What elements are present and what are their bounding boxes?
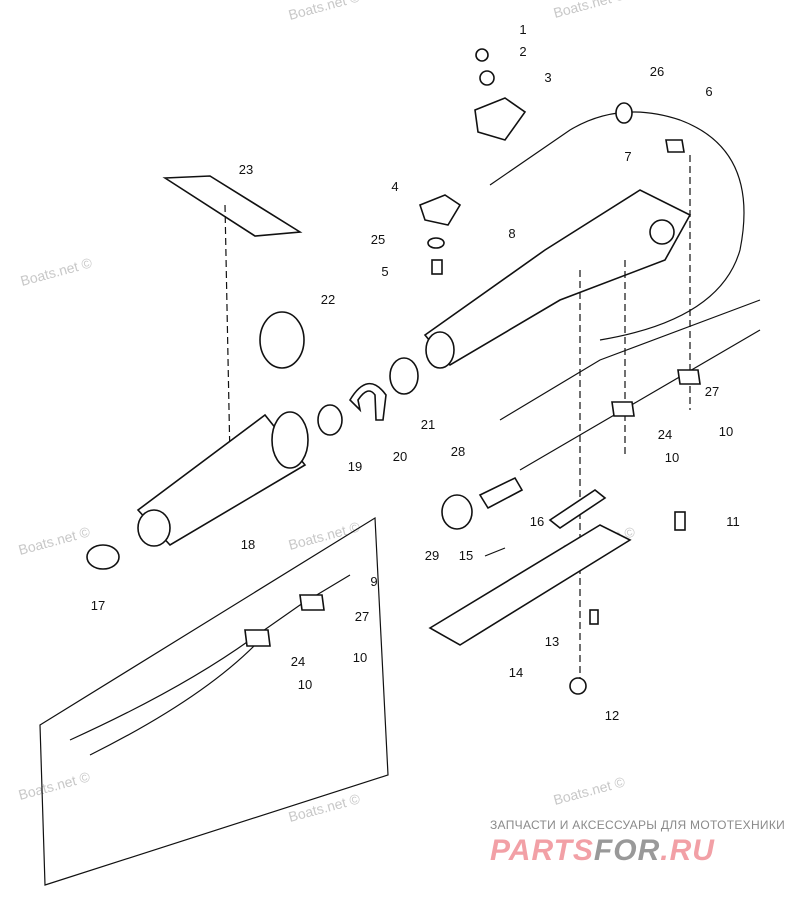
logo-part1: PARTS bbox=[490, 834, 594, 867]
callout-8: 8 bbox=[508, 226, 515, 241]
watermark: Boats.net © bbox=[17, 523, 93, 558]
callout-24: 24 bbox=[658, 427, 672, 442]
partsfor-logo[interactable]: PARTSFOR.RU bbox=[490, 834, 715, 868]
callout-12: 12 bbox=[605, 708, 619, 723]
callout-24: 24 bbox=[291, 654, 305, 669]
part-8-tiller-arm bbox=[423, 189, 692, 367]
part-22-clamp bbox=[259, 311, 305, 369]
callout-29: 29 bbox=[425, 548, 439, 563]
part-25-washer bbox=[427, 237, 445, 249]
callout-15: 15 bbox=[459, 548, 473, 563]
part-14-bracket bbox=[428, 524, 632, 646]
part-2-washer bbox=[479, 70, 495, 86]
logo-part3: .RU bbox=[660, 834, 715, 867]
part-24-plate bbox=[611, 401, 635, 417]
callout-6: 6 bbox=[705, 84, 712, 99]
part-19-ring bbox=[317, 404, 343, 436]
callout-10: 10 bbox=[719, 424, 733, 439]
part-15-spring bbox=[484, 547, 506, 557]
part-13-screw bbox=[589, 609, 599, 625]
inset-part-27 bbox=[299, 594, 325, 611]
callout-18: 18 bbox=[241, 537, 255, 552]
part-4-bracket bbox=[419, 194, 462, 226]
inset-box bbox=[39, 516, 389, 886]
part-11-bolt bbox=[674, 511, 686, 531]
callout-13: 13 bbox=[545, 634, 559, 649]
callout-10: 10 bbox=[353, 650, 367, 665]
callout-5: 5 bbox=[381, 264, 388, 279]
callout-28: 28 bbox=[451, 444, 465, 459]
callout-1: 1 bbox=[519, 22, 526, 37]
callout-19: 19 bbox=[348, 459, 362, 474]
callout-17: 17 bbox=[91, 598, 105, 613]
logo-part2: FOR bbox=[593, 834, 661, 867]
part-5-screw bbox=[431, 259, 443, 275]
part-26-grommet bbox=[615, 102, 633, 124]
callout-2: 2 bbox=[519, 44, 526, 59]
part-1-nut bbox=[475, 48, 489, 62]
callout-21: 21 bbox=[421, 417, 435, 432]
banner-subtitle: ЗАПЧАСТИ И АКСЕССУАРЫ ДЛЯ МОТОТЕХНИКИ bbox=[490, 818, 786, 832]
callout-23: 23 bbox=[239, 162, 253, 177]
watermark: Boats.net © bbox=[17, 768, 93, 803]
part-16-bracket bbox=[548, 489, 607, 529]
part-7-clip bbox=[665, 139, 685, 153]
callout-27: 27 bbox=[705, 384, 719, 399]
callout-26: 26 bbox=[650, 64, 664, 79]
watermark: Boats.net © bbox=[287, 518, 363, 553]
part-17-cap bbox=[86, 544, 120, 570]
part-20-clip bbox=[348, 382, 387, 421]
callout-20: 20 bbox=[393, 449, 407, 464]
part-27-plate bbox=[677, 369, 701, 385]
watermark: Boats.net © bbox=[552, 773, 628, 808]
callout-10: 10 bbox=[298, 677, 312, 692]
callout-16: 16 bbox=[530, 514, 544, 529]
part-21-ring bbox=[389, 357, 419, 395]
part-3-bracket bbox=[474, 97, 527, 141]
callout-7: 7 bbox=[624, 149, 631, 164]
callout-27: 27 bbox=[355, 609, 369, 624]
part-12-nut bbox=[569, 677, 587, 695]
callout-14: 14 bbox=[509, 665, 523, 680]
callout-3: 3 bbox=[544, 70, 551, 85]
part-23-plate bbox=[162, 175, 303, 237]
watermark: Boats.net © bbox=[287, 0, 363, 23]
callout-10: 10 bbox=[665, 450, 679, 465]
inset-part-24 bbox=[244, 629, 271, 647]
callout-9: 9 bbox=[370, 574, 377, 589]
callout-22: 22 bbox=[321, 292, 335, 307]
part-28-switch bbox=[478, 476, 524, 510]
callout-25: 25 bbox=[371, 232, 385, 247]
watermark: Boats.net © bbox=[552, 0, 628, 21]
watermark: Boats.net © bbox=[19, 254, 95, 289]
part-29-knob bbox=[441, 494, 473, 530]
callout-11: 11 bbox=[726, 514, 740, 529]
callout-4: 4 bbox=[391, 179, 398, 194]
